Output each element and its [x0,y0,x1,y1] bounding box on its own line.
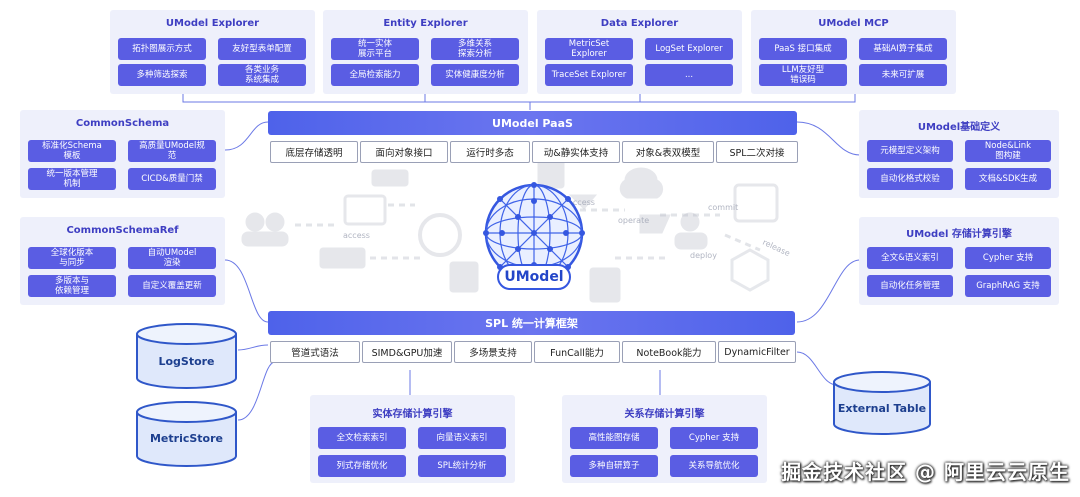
spl-item: FunCall能力 [534,341,620,363]
chip-item: CICD&质量门禁 [128,168,216,190]
panel-title: 实体存储计算引擎 [372,409,453,420]
chip-item: Cypher 支持 [965,247,1051,269]
chip-item: 多版本与 依赖管理 [28,275,116,297]
panel-title: CommonSchema [75,118,170,129]
chip-item: 高性能图存储 [570,427,658,449]
chip-item: LLM友好型 错误码 [759,64,847,86]
chip-item: 多种筛选探索 [118,64,206,86]
flow-label-commit: commit [708,203,738,212]
flow-label-access: access [343,231,370,240]
chip-item: 多种自研算子 [570,455,658,477]
chip-item: 标准化Schema 模板 [28,140,116,162]
chip-item: 自定义覆盖更新 [128,275,216,297]
umodel-sphere-icon [483,182,585,290]
panel-title: UModel基础定义 [917,122,1001,133]
spl-item: 管道式语法 [270,341,360,363]
chip-item: Node&Link 图构建 [965,140,1051,162]
chip-item: 基础AI算子集成 [859,38,947,60]
panel-commonschemaref: CommonSchemaRef 全球化版本 与同步 自动UModel 渲染 多版… [20,217,225,305]
chip-item: 未来可扩展 [859,64,947,86]
external-table-database-icon: External Table [832,370,932,436]
chip-item: 文档&SDK生成 [965,168,1051,190]
panel-title: 关系存储计算引擎 [624,409,705,420]
spl-framework-bar: SPL 统一计算框架 [268,311,795,335]
chip-item: 自动UModel 渲染 [128,247,216,269]
logstore-label: LogStore [158,355,215,368]
paas-item: 运行时多态 [450,141,530,163]
umodel-center-label: UModel [504,269,564,285]
chip-item: SPL统计分析 [418,455,506,477]
external-table-label: External Table [837,402,927,415]
chip-item: 实体健康度分析 [431,64,519,86]
paas-item: 对象&表双模型 [622,141,714,163]
logstore-database-icon: LogStore [135,322,238,390]
chip-item: 列式存储优化 [318,455,406,477]
chip-item: 友好型表单配置 [218,38,306,60]
chip-item: 全球化版本 与同步 [28,247,116,269]
panel-umodel-mcp: UModel MCP PaaS 接口集成 基础AI算子集成 LLM友好型 错误码… [751,10,956,94]
umodel-paas-bar: UModel PaaS [268,111,797,135]
flow-label-access-2: access [568,198,595,207]
paas-item: 面向对象接口 [360,141,448,163]
metricstore-label: MetricStore [149,432,223,445]
chip-item: 全文&语义索引 [867,247,953,269]
chip-item: 全局检索能力 [331,64,419,86]
chip-item: 统一版本管理 机制 [28,168,116,190]
chip-item: 全文检索索引 [318,427,406,449]
spl-item: NoteBook能力 [622,341,716,363]
panel-title: CommonSchemaRef [66,225,179,236]
panel-umodel-basic-definition: UModel基础定义 元模型定义架构 Node&Link 图构建 自动化格式校验… [859,110,1059,198]
flow-label-release: release [761,238,791,259]
flow-label-operate: operate [618,216,649,225]
panel-title: Data Explorer [600,18,679,29]
chip-item: 自动化任务管理 [867,275,953,297]
panel-umodel-storage-engine: UModel 存储计算引擎 全文&语义索引 Cypher 支持 自动化任务管理 … [859,217,1059,305]
panel-relation-storage-engine: 关系存储计算引擎 高性能图存储 Cypher 支持 多种自研算子 关系导航优化 [562,395,767,483]
panel-umodel-explorer: UModel Explorer 拓扑图展示方式 友好型表单配置 多种筛选探索 各… [110,10,315,94]
metricstore-database-icon: MetricStore [135,400,238,468]
flow-label-deploy: deploy [690,251,717,260]
spl-item: SIMD&GPU加速 [362,341,452,363]
chip-item: 向量语义索引 [418,427,506,449]
panel-entity-explorer: Entity Explorer 统一实体 展示平台 多维关系 探索分析 全局检索… [323,10,528,94]
spl-item: DynamicFilter [718,341,796,363]
panel-data-explorer: Data Explorer MetricSet Explorer LogSet … [537,10,742,94]
chip-item: TraceSet Explorer [545,64,633,86]
chip-item: 自动化格式校验 [867,168,953,190]
panel-commonschema: CommonSchema 标准化Schema 模板 高质量UModel规 范 统… [20,110,225,198]
chip-item: ... [645,64,733,86]
paas-item: SPL二次对接 [716,141,798,163]
chip-item: Cypher 支持 [670,427,758,449]
chip-item: 拓扑图展示方式 [118,38,206,60]
panel-entity-storage-engine: 实体存储计算引擎 全文检索索引 向量语义索引 列式存储优化 SPL统计分析 [310,395,515,483]
chip-item: 统一实体 展示平台 [331,38,419,60]
paas-item: 底层存储透明 [270,141,358,163]
chip-item: MetricSet Explorer [545,38,633,60]
chip-item: 元模型定义架构 [867,140,953,162]
chip-item: GraphRAG 支持 [965,275,1051,297]
chip-item: 多维关系 探索分析 [431,38,519,60]
chip-item: 各类业务 系统集成 [218,64,306,86]
chip-item: LogSet Explorer [645,38,733,60]
paas-item: 动&静实体支持 [532,141,620,163]
panel-title: UModel Explorer [165,18,260,29]
chip-item: 高质量UModel规 范 [128,140,216,162]
chip-item: 关系导航优化 [670,455,758,477]
panel-title: UModel 存储计算引擎 [906,229,1012,240]
watermark: 掘金技术社区 @ 阿里云云原生 [781,460,1070,484]
panel-title: Entity Explorer [383,18,468,29]
spl-item: 多场景支持 [454,341,532,363]
chip-item: PaaS 接口集成 [759,38,847,60]
panel-title: UModel MCP [818,18,889,29]
